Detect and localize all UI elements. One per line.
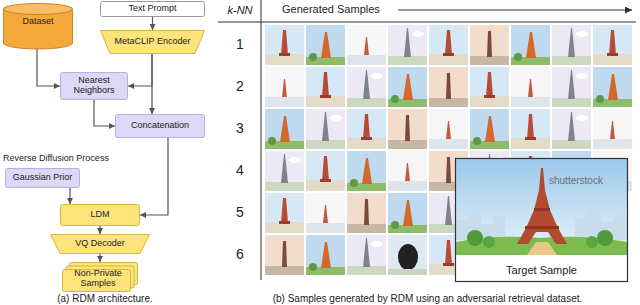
subfigure-caption: (b) Samples generated by RDM using an ad… (215, 293, 640, 305)
process-box: Gaussian Prior (5, 168, 80, 188)
row-number: 5 (222, 204, 258, 220)
flow-arrow (128, 54, 152, 86)
sample-thumb (552, 25, 591, 65)
cylinder-top (4, 4, 73, 15)
sample-thumb (306, 235, 345, 275)
input-box: Text Prompt (100, 1, 205, 17)
sample-thumb (429, 67, 468, 107)
sample-thumb (306, 67, 345, 107)
box-outline (61, 73, 128, 100)
column-rule (261, 0, 262, 280)
flow-arrow (37, 49, 60, 86)
node-label: VQ Decoder (75, 239, 125, 249)
sample-thumb (306, 25, 345, 65)
sample-grid (265, 25, 632, 275)
sample-thumb (265, 109, 304, 149)
sample-thumb (265, 25, 304, 65)
header-rule (218, 22, 636, 23)
inset-frame (456, 159, 628, 282)
node-label: Nearest Neighbors (64, 76, 124, 96)
encoder-block: MetaCLIP Encoder (100, 30, 205, 54)
row-number: 3 (222, 120, 258, 136)
box-outline (6, 169, 80, 188)
sample-thumb (265, 235, 304, 275)
node-label: Target Sample (503, 264, 580, 276)
sample-thumb (470, 67, 509, 107)
sample-thumb (511, 109, 550, 149)
node-label: Dataset (22, 17, 53, 27)
flow-arrow (151, 54, 152, 114)
sample-thumb (388, 193, 427, 233)
trapezoid-outline (51, 235, 150, 254)
flow-arrow (99, 254, 100, 262)
sample-thumb (593, 25, 632, 65)
flow-arrow (99, 226, 100, 234)
node-label: Gaussian Prior (13, 173, 73, 183)
flow-arrow (94, 100, 115, 126)
box-outline (61, 205, 140, 226)
box-outline (101, 2, 205, 17)
sample-thumb (347, 109, 386, 149)
sample-thumb (306, 109, 345, 149)
stack-card (63, 270, 131, 292)
output-stack: Non-Private Samples (62, 262, 138, 292)
sample-thumb (511, 25, 550, 65)
sample-thumb (388, 109, 427, 149)
flow-arrow (69, 188, 70, 204)
sample-thumb (347, 67, 386, 107)
dataset-cylinder: Dataset (3, 3, 73, 49)
row-number: 1 (222, 36, 258, 52)
sample-thumb (265, 193, 304, 233)
node-label: Concatenation (131, 121, 189, 131)
process-box: Nearest Neighbors (60, 72, 128, 100)
subfigure-caption: (a) RDM architecture. (0, 293, 210, 305)
sample-thumb (388, 235, 427, 275)
sample-thumb (347, 25, 386, 65)
sequence-arrow (398, 9, 632, 10)
sample-thumb (429, 25, 468, 65)
sample-thumb (347, 151, 386, 191)
sample-thumb (306, 151, 345, 191)
row-number: 2 (222, 78, 258, 94)
sample-thumb (511, 67, 550, 107)
watermark: shutterstock (549, 175, 619, 187)
sample-thumb (388, 151, 427, 191)
sample-thumb (306, 193, 345, 233)
node-label: MetaCLIP Encoder (115, 37, 191, 47)
sample-thumb (552, 67, 591, 107)
sample-thumb (593, 67, 632, 107)
sample-thumb (470, 25, 509, 65)
target-picture (455, 158, 628, 282)
node-label: Non-Private Samples (66, 269, 130, 289)
section-label: Reverse Diffusion Process (3, 153, 163, 163)
sample-thumb (552, 109, 591, 149)
column-header: k-NN (222, 4, 258, 17)
sample-thumb (429, 109, 468, 149)
sample-thumb (347, 235, 386, 275)
sample-thumb (388, 67, 427, 107)
sample-thumb (347, 193, 386, 233)
box-outline (116, 115, 205, 138)
sample-thumb (265, 151, 304, 191)
sample-thumb (265, 67, 304, 107)
process-box: Concatenation (115, 114, 205, 138)
sample-thumb (388, 25, 427, 65)
node-label: LDM (90, 210, 109, 220)
flow-arrow (140, 138, 168, 215)
node-label: Text Prompt (128, 4, 176, 14)
column-header: Generated Samples (282, 3, 394, 16)
flow-arrow (152, 17, 153, 30)
sample-thumb (470, 109, 509, 149)
row-number: 4 (222, 162, 258, 178)
decoder-block: VQ Decoder (50, 234, 150, 254)
row-number: 6 (222, 246, 258, 262)
trapezoid-outline (101, 31, 205, 54)
sample-thumb (593, 109, 632, 149)
model-box: LDM (60, 204, 140, 226)
